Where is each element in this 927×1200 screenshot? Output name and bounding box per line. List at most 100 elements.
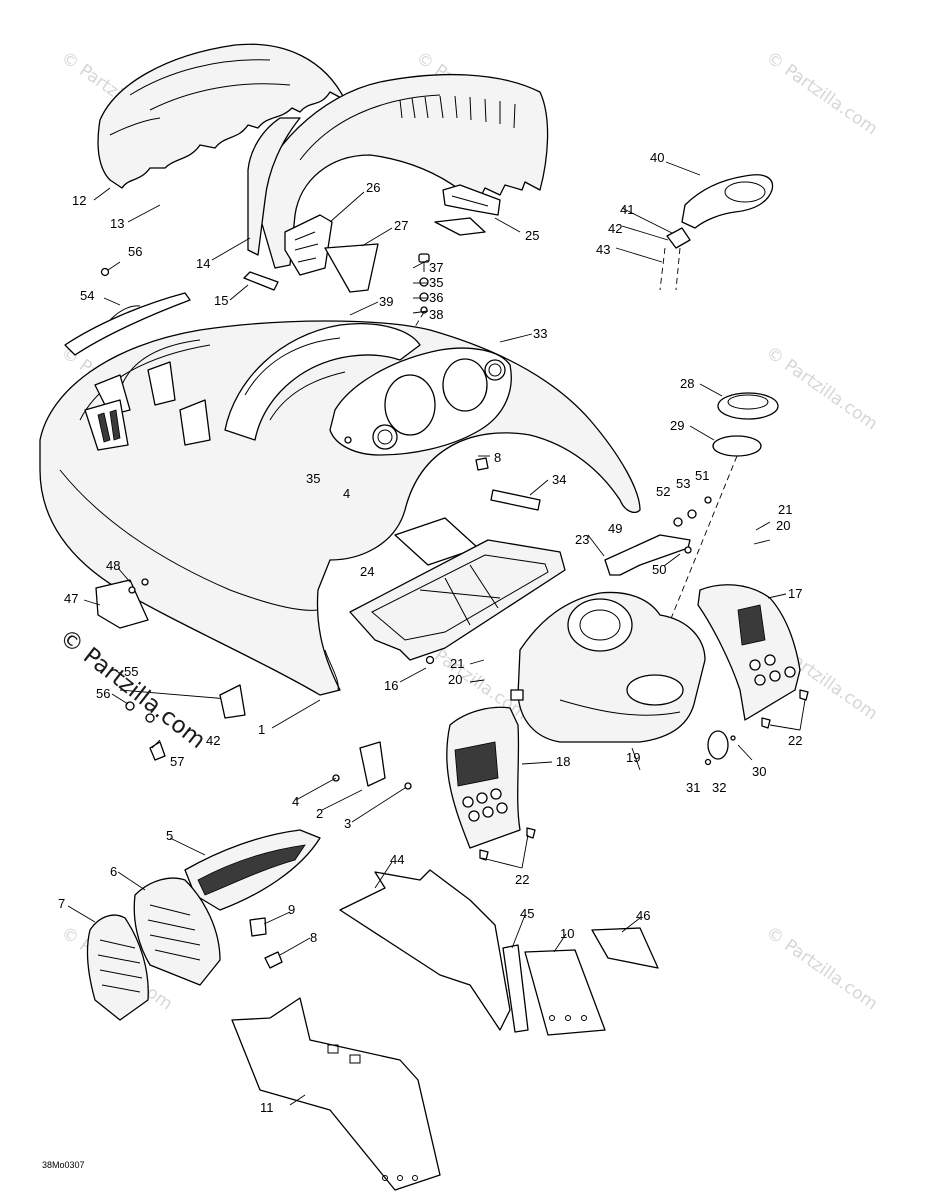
foam-panel-large bbox=[339, 869, 511, 1031]
callout-27: 27 bbox=[394, 218, 408, 233]
callout-20: 20 bbox=[776, 518, 790, 533]
vent-grille-middle bbox=[133, 877, 221, 986]
callout-47: 47 bbox=[64, 591, 78, 606]
vent-grille-lower bbox=[86, 914, 149, 1021]
callout-32: 32 bbox=[712, 780, 726, 795]
callout-37: 37 bbox=[429, 260, 443, 275]
callout-4b: 4 bbox=[292, 794, 299, 809]
callout-8: 8 bbox=[494, 450, 501, 465]
callout-38: 38 bbox=[429, 307, 443, 322]
retaining-clip bbox=[332, 741, 412, 790]
callout-22: 22 bbox=[788, 733, 802, 748]
deflector-bracket bbox=[284, 214, 379, 293]
callout-41: 41 bbox=[620, 202, 634, 217]
throttle-lever bbox=[659, 174, 774, 291]
insulation-pads bbox=[502, 927, 659, 1036]
callout-30: 30 bbox=[752, 764, 766, 779]
watermark: © Partzilla.com bbox=[762, 48, 881, 140]
callout-34: 34 bbox=[552, 472, 566, 487]
callout-33: 33 bbox=[533, 326, 547, 341]
callout-15: 15 bbox=[214, 293, 228, 308]
callout-57: 57 bbox=[170, 754, 184, 769]
callout-39: 39 bbox=[379, 294, 393, 309]
callout-12: 12 bbox=[72, 193, 86, 208]
callout-17: 17 bbox=[788, 586, 802, 601]
callout-13: 13 bbox=[110, 216, 124, 231]
callout-21b: 21 bbox=[450, 656, 464, 671]
callout-7: 7 bbox=[58, 896, 65, 911]
callout-35: 35 bbox=[429, 275, 443, 290]
callout-9: 9 bbox=[288, 902, 295, 917]
callout-53: 53 bbox=[676, 476, 690, 491]
callout-44: 44 bbox=[390, 852, 404, 867]
callout-8b: 8 bbox=[310, 930, 317, 945]
callout-24: 24 bbox=[360, 564, 374, 579]
grab-handle bbox=[64, 267, 191, 356]
foam-panel-bottom bbox=[231, 997, 441, 1191]
callout-42: 42 bbox=[608, 221, 622, 236]
callout-52: 52 bbox=[656, 484, 670, 499]
callout-3: 3 bbox=[344, 816, 351, 831]
clip-nut bbox=[249, 917, 267, 937]
callout-48: 48 bbox=[106, 558, 120, 573]
watermark: © Partzilla.com bbox=[762, 923, 881, 1015]
callout-35b: 35 bbox=[306, 471, 320, 486]
callout-21: 21 bbox=[778, 502, 792, 517]
retainer-clip bbox=[442, 184, 501, 216]
callout-2: 2 bbox=[316, 806, 323, 821]
callout-45: 45 bbox=[520, 906, 534, 921]
callout-19: 19 bbox=[626, 750, 640, 765]
windshield-glass bbox=[224, 323, 421, 441]
callout-42b: 42 bbox=[206, 733, 220, 748]
diagram-reference-code: 38Mo0307 bbox=[42, 1160, 85, 1170]
callout-18: 18 bbox=[556, 754, 570, 769]
callout-labels: 12 13 14 15 26 27 25 56 54 37 35 36 38 3… bbox=[58, 150, 802, 1115]
callout-40: 40 bbox=[650, 150, 664, 165]
gauge-mount bbox=[704, 730, 736, 766]
upper-hood-panel bbox=[97, 43, 346, 189]
callout-50: 50 bbox=[652, 562, 666, 577]
callout-49: 49 bbox=[608, 521, 622, 536]
callout-20b: 20 bbox=[448, 672, 462, 687]
screw bbox=[475, 457, 489, 471]
callout-54: 54 bbox=[80, 288, 94, 303]
side-grille-panel-right bbox=[697, 584, 809, 729]
leader-lines bbox=[67, 161, 806, 1106]
callout-31: 31 bbox=[686, 780, 700, 795]
callout-46: 46 bbox=[636, 908, 650, 923]
callout-51: 51 bbox=[695, 468, 709, 483]
callout-10: 10 bbox=[560, 926, 574, 941]
callout-25: 25 bbox=[525, 228, 539, 243]
callout-55: 55 bbox=[124, 664, 138, 679]
storage-bin bbox=[510, 591, 706, 743]
side-grille-panel-left bbox=[446, 706, 536, 861]
cable-assembly bbox=[119, 684, 246, 761]
callout-11: 11 bbox=[260, 1100, 274, 1115]
rubber-pad bbox=[243, 271, 279, 291]
callout-56: 56 bbox=[128, 244, 142, 259]
callout-26: 26 bbox=[366, 180, 380, 195]
callout-14: 14 bbox=[196, 256, 210, 271]
windshield-shroud bbox=[247, 73, 549, 269]
vent-grille-upper bbox=[184, 829, 321, 911]
push-rivet bbox=[264, 951, 283, 969]
mounting-bracket bbox=[604, 496, 712, 576]
callout-5: 5 bbox=[166, 828, 173, 843]
watermark: © Partzilla.com bbox=[762, 343, 881, 435]
callout-56b: 56 bbox=[96, 686, 110, 701]
callout-28: 28 bbox=[680, 376, 694, 391]
callout-36: 36 bbox=[429, 290, 443, 305]
trim-strip bbox=[434, 217, 486, 236]
storage-tray bbox=[349, 517, 566, 665]
callout-29: 29 bbox=[670, 418, 684, 433]
callout-22b: 22 bbox=[515, 872, 529, 887]
watermark-prominent: © Partzilla.com bbox=[54, 624, 210, 754]
foam-strip bbox=[490, 489, 541, 511]
callout-1: 1 bbox=[258, 722, 265, 737]
callout-4: 4 bbox=[343, 486, 350, 501]
callout-16: 16 bbox=[384, 678, 398, 693]
callout-23: 23 bbox=[575, 532, 589, 547]
callout-6: 6 bbox=[110, 864, 117, 879]
latch-plate bbox=[95, 578, 149, 629]
